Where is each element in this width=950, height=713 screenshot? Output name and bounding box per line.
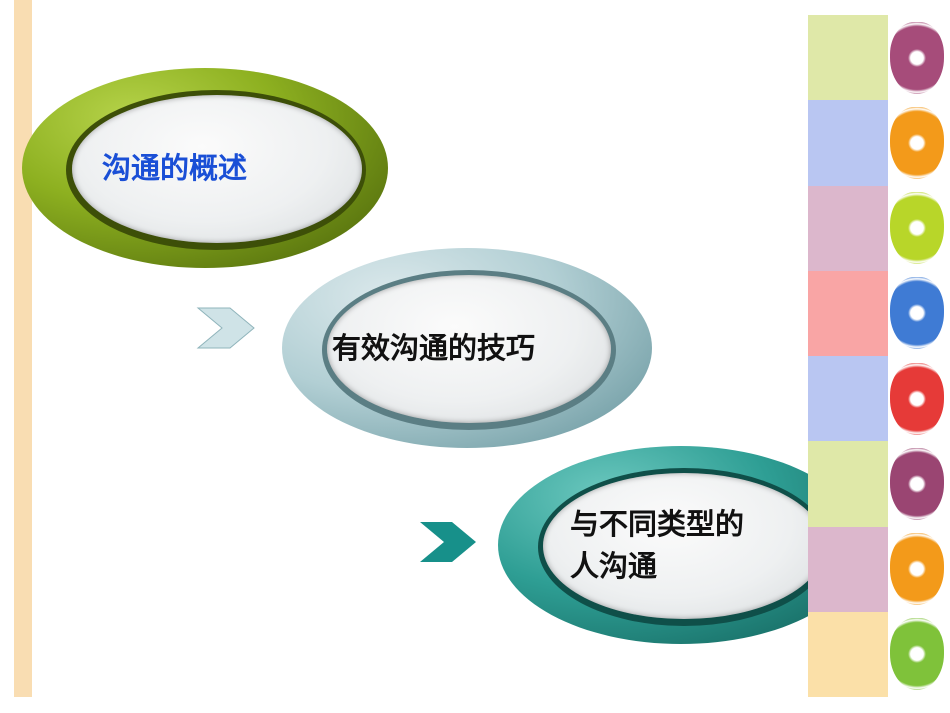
decorative-fruit-strip <box>808 15 950 697</box>
orange-icon <box>890 106 944 179</box>
orange-icon <box>890 533 944 606</box>
fruit-cell <box>888 356 950 442</box>
color-tile <box>808 526 888 612</box>
color-tile <box>808 270 888 356</box>
topic-label-overview: 沟通的概述 <box>102 151 248 185</box>
lime-icon <box>890 618 944 691</box>
apple-icon <box>890 21 944 94</box>
fruit-cell <box>888 270 950 356</box>
fruit-cell <box>888 526 950 612</box>
fruit-cell <box>888 15 950 101</box>
color-tile <box>808 15 888 101</box>
fruit-cell <box>888 611 950 697</box>
grapefruit-icon <box>890 362 944 435</box>
chevron-right-icon <box>196 307 255 349</box>
topic-label-skills: 有效沟通的技巧 <box>332 331 536 365</box>
chevron-right-icon <box>420 522 476 562</box>
fruit-cell <box>888 185 950 271</box>
color-tile <box>808 185 888 271</box>
topic-label-people-line2: 人沟通 <box>570 549 658 583</box>
color-tile <box>808 100 888 186</box>
fruit-cell <box>888 100 950 186</box>
apple-icon <box>890 447 944 520</box>
topic-oval-overview[interactable]: 沟通的概述 <box>22 68 388 268</box>
apple-icon <box>890 277 944 350</box>
left-accent-bar <box>14 0 32 697</box>
oval-inner <box>543 473 825 619</box>
lime-icon <box>890 192 944 265</box>
topic-oval-skills[interactable]: 有效沟通的技巧 <box>282 248 652 448</box>
oval-inner <box>327 275 611 423</box>
color-tile <box>808 441 888 527</box>
topic-oval-people-types[interactable]: 与不同类型的 人沟通 <box>498 446 864 644</box>
topic-label-people-line1: 与不同类型的 <box>570 507 745 541</box>
color-tile <box>808 611 888 697</box>
fruit-cell <box>888 441 950 527</box>
oval-inner <box>72 95 362 243</box>
color-tile <box>808 356 888 442</box>
